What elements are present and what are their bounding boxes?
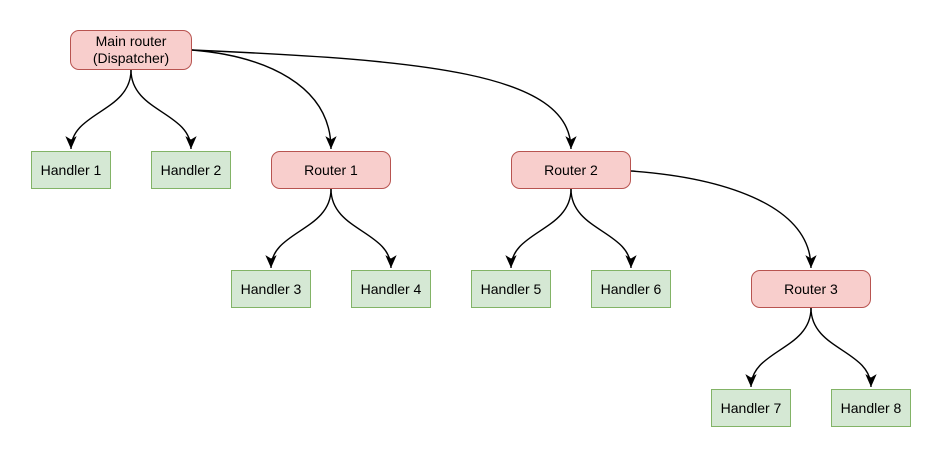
node-handler-3: Handler 3: [231, 270, 311, 308]
node-label: Handler 8: [840, 399, 902, 416]
node-handler-4: Handler 4: [351, 270, 431, 308]
node-label: Handler 2: [160, 161, 222, 178]
node-label: Handler 1: [40, 161, 102, 178]
edge-router2-to-handler5: [505, 188, 572, 269]
node-router-3: Router 3: [751, 270, 871, 308]
edge-router2-to-router3: [630, 170, 817, 269]
node-handler-7: Handler 7: [711, 389, 791, 427]
node-handler-5: Handler 5: [471, 270, 551, 308]
node-label: Handler 6: [600, 280, 662, 297]
node-label: Handler 7: [720, 399, 782, 416]
edge-router1-to-handler3: [265, 188, 332, 269]
node-handler-2: Handler 2: [151, 151, 231, 189]
edge-router3-to-handler7: [745, 307, 812, 388]
node-handler-1: Handler 1: [31, 151, 111, 189]
edge-main-to-router2: [191, 49, 577, 150]
node-router-2: Router 2: [511, 151, 631, 189]
node-router-1: Router 1: [271, 151, 391, 189]
node-label: Handler 4: [360, 280, 422, 297]
edge-router1-to-handler4: [330, 188, 397, 269]
edge-router3-to-handler8: [810, 307, 877, 388]
node-handler-8: Handler 8: [831, 389, 911, 427]
node-label: Router 3: [784, 280, 838, 297]
edge-main-to-handler2: [130, 69, 197, 150]
node-label: Router 2: [544, 161, 598, 178]
edge-router2-to-handler6: [570, 188, 637, 269]
edge-main-to-router1: [191, 49, 337, 150]
node-label: Router 1: [304, 161, 358, 178]
node-label: Handler 3: [240, 280, 302, 297]
edge-main-to-handler1: [65, 69, 132, 150]
node-label: Main router (Dispatcher): [92, 33, 170, 66]
node-handler-6: Handler 6: [591, 270, 671, 308]
node-main-router: Main router (Dispatcher): [70, 30, 192, 70]
node-label: Handler 5: [480, 280, 542, 297]
